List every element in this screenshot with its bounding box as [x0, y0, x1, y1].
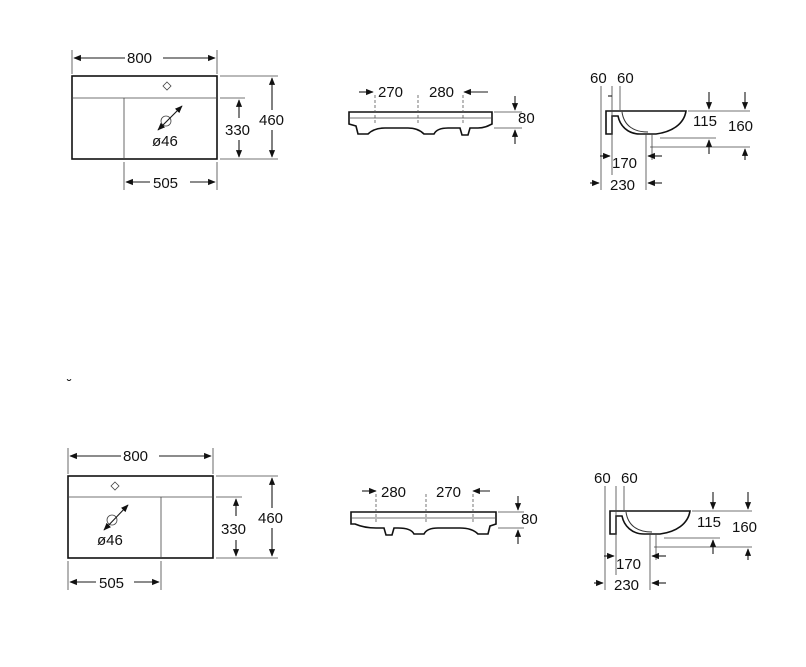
front-view-1: 270 280 80 — [348, 84, 535, 144]
bowl-curve — [625, 511, 653, 533]
drain-icon — [106, 514, 118, 526]
top-b-label: 60 — [621, 470, 638, 487]
drain-icon — [160, 115, 172, 127]
bowl-width-label: 505 — [153, 175, 178, 192]
right-dim-label: 280 — [429, 84, 454, 101]
drain-dim-line — [103, 504, 129, 531]
top-a-label: 60 — [594, 470, 611, 487]
drain-dim-line — [157, 105, 183, 131]
bowl-depth-label: 330 — [221, 521, 246, 538]
top-a-label: 60 — [590, 70, 607, 87]
variant-1: ø46 800 330 460 505 — [71, 50, 753, 194]
left-dim-label: 270 — [378, 84, 403, 101]
d1-label: 170 — [612, 155, 637, 172]
basin-front-outline — [350, 511, 497, 536]
left-dim-label: 280 — [381, 484, 406, 501]
bowl-curve — [621, 111, 649, 133]
basin-side-outline — [605, 110, 687, 135]
d2-label: 230 — [614, 577, 639, 594]
h2-label: 160 — [728, 118, 753, 135]
width-label: 800 — [123, 448, 148, 465]
height-label: 80 — [521, 511, 538, 528]
drain-label: ø46 — [152, 133, 178, 150]
width-label: 800 — [127, 50, 152, 67]
basin-side-outline — [609, 510, 691, 535]
stray-mark: ˘ — [66, 376, 72, 392]
h2-label: 160 — [732, 519, 757, 536]
basin-outline — [67, 475, 214, 559]
front-view-2: 280 270 80 — [350, 484, 538, 544]
depth-label: 460 — [258, 510, 283, 527]
basin-outline — [71, 75, 218, 160]
plan-view-2: ø46 800 330 460 505 — [67, 448, 283, 592]
h1-label: 115 — [697, 514, 721, 531]
side-view-1: 60 60 115 160 170 230 — [590, 70, 753, 194]
basin-front-outline — [348, 111, 493, 136]
top-b-label: 60 — [617, 70, 634, 87]
d1-label: 170 — [616, 556, 641, 573]
plan-view-1: ø46 800 330 460 505 — [71, 50, 284, 192]
h1-label: 115 — [693, 113, 717, 130]
variant-2: ø46 800 330 460 505 — [67, 448, 757, 594]
drain-label: ø46 — [97, 532, 123, 549]
d2-label: 230 — [610, 177, 635, 194]
bowl-width-label: 505 — [99, 575, 124, 592]
tap-hole-icon — [162, 81, 172, 91]
tap-hole-icon — [110, 481, 120, 491]
side-view-2: 60 60 115 160 170 230 — [594, 470, 757, 594]
right-dim-label: 270 — [436, 484, 461, 501]
height-label: 80 — [518, 110, 535, 127]
depth-label: 460 — [259, 112, 284, 129]
bowl-depth-label: 330 — [225, 122, 250, 139]
